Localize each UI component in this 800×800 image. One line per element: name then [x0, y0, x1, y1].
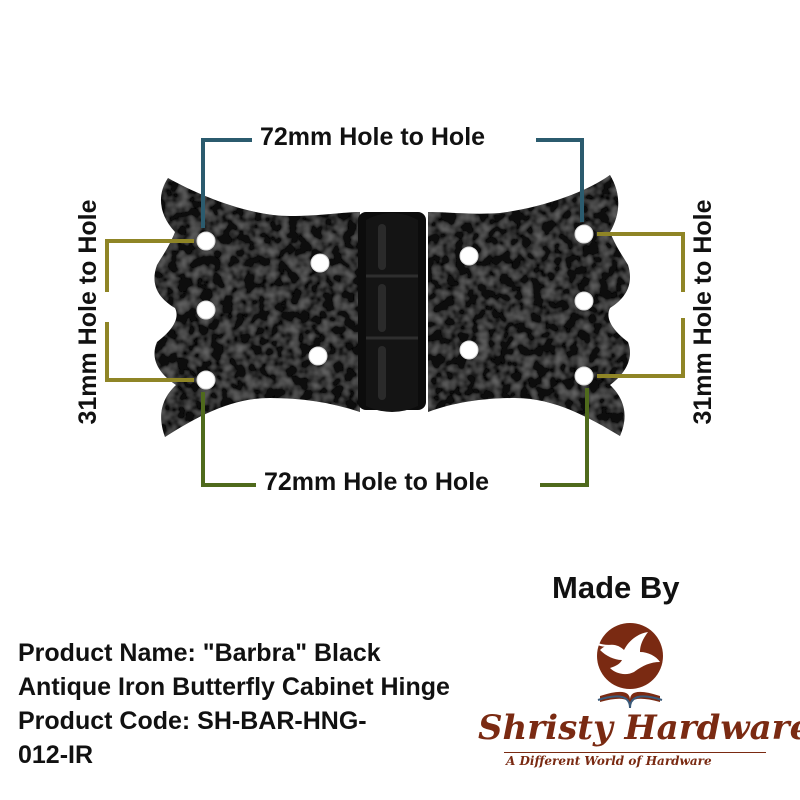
right-dimension-label: 31mm Hole to Hole — [689, 199, 717, 425]
screw-hole — [574, 366, 594, 386]
product-name-line1: Product Name: "Barbra" Black — [18, 639, 381, 667]
product-name-line2: Antique Iron Butterfly Cabinet Hinge — [18, 673, 450, 701]
screw-hole — [459, 246, 479, 266]
left-dimension-label: 31mm Hole to Hole — [74, 199, 102, 425]
screw-hole — [196, 231, 216, 251]
screw-holes — [196, 224, 594, 390]
top-dimension-line — [201, 138, 584, 228]
screw-hole — [308, 346, 328, 366]
hinge-knuckle — [358, 212, 426, 412]
product-code-line2: 012-IR — [18, 741, 94, 769]
screw-hole — [574, 291, 594, 311]
product-info: Product Name: "Barbra" Black Antique Iro… — [18, 636, 450, 772]
brand-name: Shristy Hardware — [478, 708, 800, 748]
bottom-dimension-line — [201, 388, 589, 487]
bottom-dimension-label: 72mm Hole to Hole — [258, 467, 496, 497]
brand-tagline: A Different World of Hardware — [506, 754, 712, 768]
shristy-logo-icon — [587, 623, 663, 709]
screw-hole — [196, 370, 216, 390]
screw-hole — [196, 300, 216, 320]
screw-hole — [574, 224, 594, 244]
left-dimension-bracket — [105, 239, 194, 382]
made-by-label: Made By — [552, 570, 680, 605]
brand-divider — [504, 752, 766, 753]
hinge-left-leaf — [154, 178, 360, 437]
hinge-right-leaf — [428, 175, 630, 436]
top-dimension-label: 72mm Hole to Hole — [254, 122, 492, 152]
product-code-line1: Product Code: SH-BAR-HNG- — [18, 707, 367, 735]
screw-hole — [310, 253, 330, 273]
screw-hole — [459, 340, 479, 360]
right-dimension-bracket — [597, 232, 685, 378]
